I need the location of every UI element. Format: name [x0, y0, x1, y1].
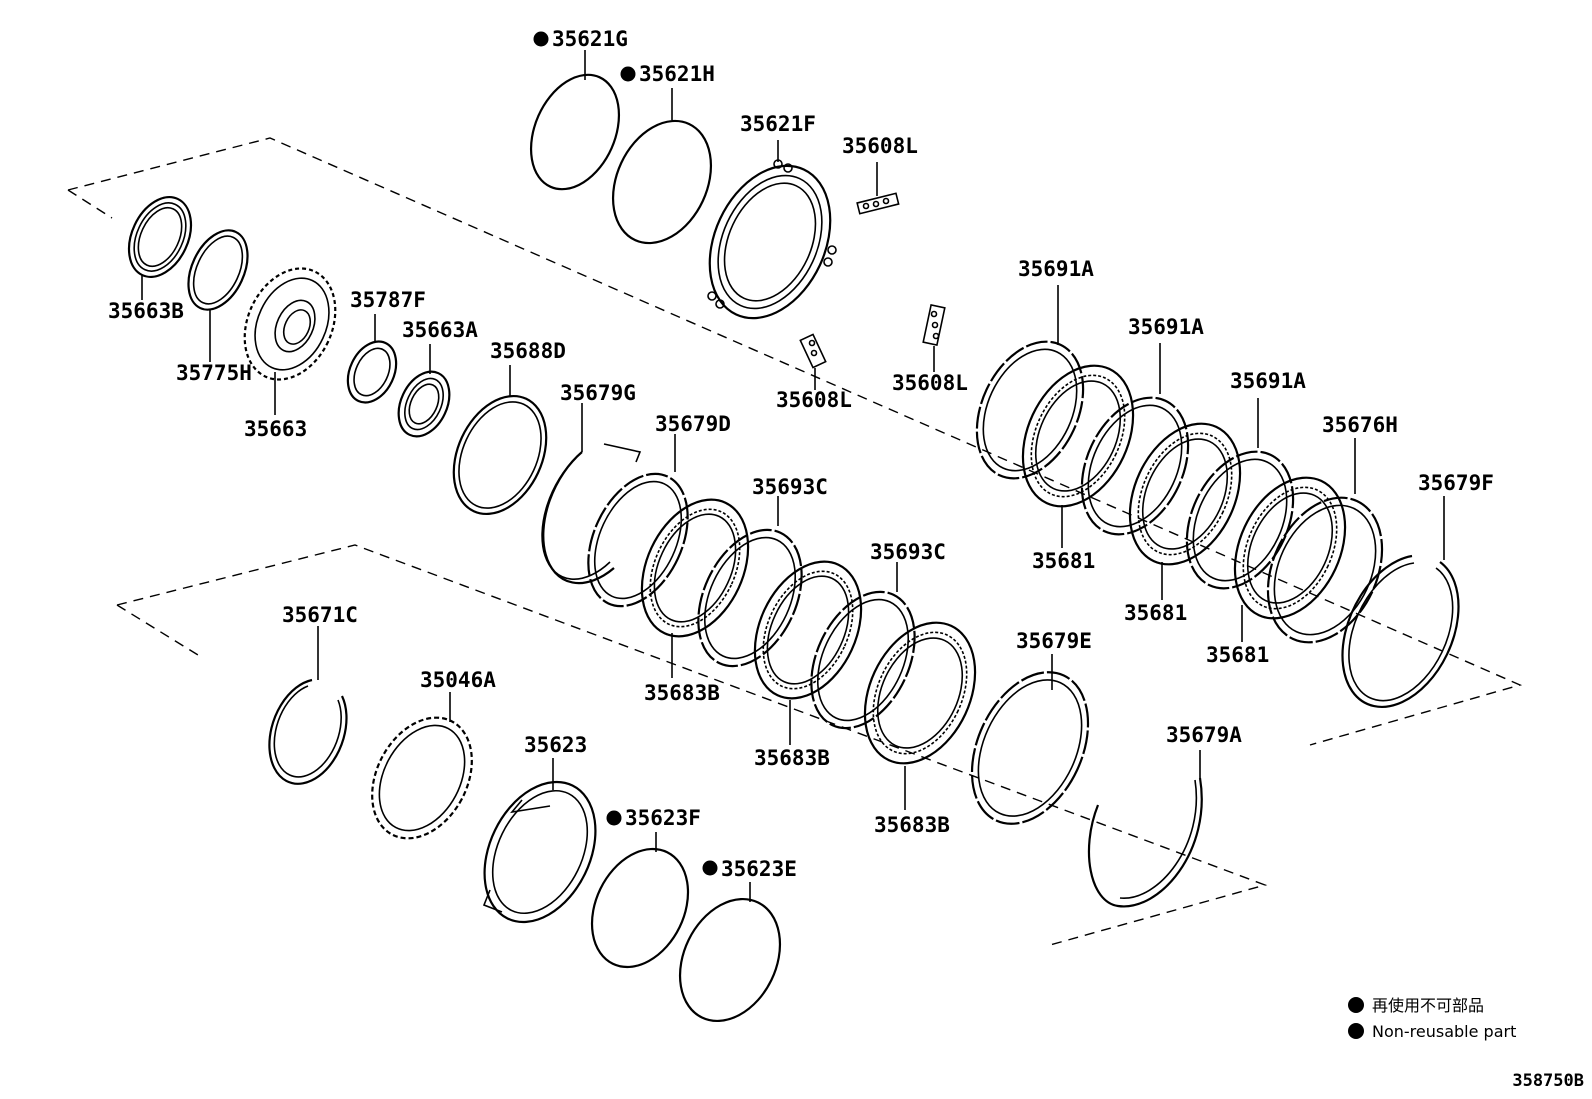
- part-35683B-disc-a: [640, 498, 750, 678]
- part-35663A-bearing: [397, 344, 451, 438]
- label-35691A-c: 35691A: [1230, 369, 1306, 393]
- part-35671C-snap-ring: [268, 626, 348, 785]
- part-35663-sun-gear: [243, 267, 337, 415]
- non-reusable-bullet-35621G: [533, 31, 549, 47]
- label-35691A-b: 35691A: [1128, 315, 1204, 339]
- label-35608L-top: 35608L: [842, 134, 918, 158]
- non-reusable-bullet-35623F: [606, 810, 622, 826]
- part-35608L-spring-top: [856, 162, 900, 215]
- part-35681-disc-a: [1021, 364, 1135, 548]
- part-35679G-snap-ring: [541, 403, 642, 585]
- part-35608L-spring-mid: [799, 333, 827, 390]
- part-35676H-plate: [1266, 438, 1384, 644]
- label-35775H: 35775H: [176, 361, 252, 385]
- legend: 再使用不可部品 Non-reusable part: [1348, 996, 1516, 1041]
- part-35679A-snap-ring: [1087, 750, 1203, 908]
- part-35681-disc-c: [1233, 476, 1347, 642]
- label-35676H: 35676H: [1322, 413, 1398, 437]
- part-35623F-ring: [590, 832, 690, 969]
- label-35623: 35623: [524, 733, 587, 757]
- label-35621H: 35621H: [639, 62, 715, 86]
- label-35679F: 35679F: [1418, 471, 1494, 495]
- part-35787F-washer: [346, 314, 398, 404]
- label-35623E: 35623E: [721, 857, 797, 881]
- part-35691A-plate-a: [975, 285, 1085, 480]
- part-35623E-ring: [678, 882, 782, 1023]
- label-35621F: 35621F: [740, 112, 816, 136]
- label-35608L-mid: 35608L: [776, 388, 852, 412]
- part-35621H-ring: [611, 88, 713, 245]
- part-35621F-piston: [707, 140, 837, 320]
- part-35608L-spring-right: [922, 304, 946, 372]
- part-35681-disc-b: [1128, 422, 1242, 600]
- part-35663B-bearing: [127, 196, 193, 300]
- part-35683B-disc-c: [863, 621, 977, 810]
- part-35691A-plate-b: [1080, 343, 1190, 536]
- label-35691A-a: 35691A: [1018, 257, 1094, 281]
- label-35787F: 35787F: [350, 288, 426, 312]
- label-35693C-b: 35693C: [870, 540, 946, 564]
- label-35693C-a: 35693C: [752, 475, 828, 499]
- legend-bullet-en: [1348, 1023, 1364, 1039]
- label-35681-a: 35681: [1032, 549, 1095, 573]
- part-35683B-disc-b: [753, 560, 863, 745]
- label-35608L-right: 35608L: [892, 371, 968, 395]
- legend-bullet-jp: [1348, 997, 1364, 1013]
- label-35679D: 35679D: [655, 412, 731, 436]
- part-35693C-plate-b: [810, 562, 916, 730]
- part-35046A-plate: [371, 692, 473, 840]
- label-35663B: 35663B: [108, 299, 184, 323]
- label-35671C: 35671C: [282, 603, 358, 627]
- legend-text-jp: 再使用不可部品: [1372, 996, 1484, 1015]
- part-35679D-plate: [587, 434, 689, 608]
- non-reusable-bullet-35623E: [702, 860, 718, 876]
- part-35691A-plate-c: [1185, 398, 1295, 590]
- diagram-code: 358750B: [1512, 1071, 1584, 1091]
- non-reusable-bullet-35621H: [620, 66, 636, 82]
- assembly-outline-upper: [67, 137, 1523, 746]
- label-35683B-c: 35683B: [874, 813, 950, 837]
- assembly-outline-lower: [116, 544, 1268, 946]
- label-35679A: 35679A: [1166, 723, 1242, 747]
- part-35693C-plate-a: [697, 496, 803, 668]
- label-35679E: 35679E: [1016, 629, 1092, 653]
- label-35663A: 35663A: [402, 318, 478, 342]
- part-35688D-plate: [452, 365, 548, 516]
- part-35679E-plate: [970, 654, 1090, 825]
- label-35679G: 35679G: [560, 381, 636, 405]
- part-35679F-snap-ring: [1341, 496, 1460, 708]
- label-35623F: 35623F: [625, 806, 701, 830]
- label-35688D: 35688D: [490, 339, 566, 363]
- part-35621G-ring: [529, 50, 621, 191]
- label-35681-b: 35681: [1124, 601, 1187, 625]
- label-35046A: 35046A: [420, 668, 496, 692]
- part-35623-piston: [482, 758, 597, 924]
- label-35663: 35663: [244, 417, 307, 441]
- label-35681-c: 35681: [1206, 643, 1269, 667]
- label-35683B-a: 35683B: [644, 681, 720, 705]
- part-35775H-ring: [187, 229, 249, 362]
- label-35621G: 35621G: [552, 27, 628, 51]
- label-35683B-b: 35683B: [754, 746, 830, 770]
- legend-text-en: Non-reusable part: [1372, 1022, 1516, 1041]
